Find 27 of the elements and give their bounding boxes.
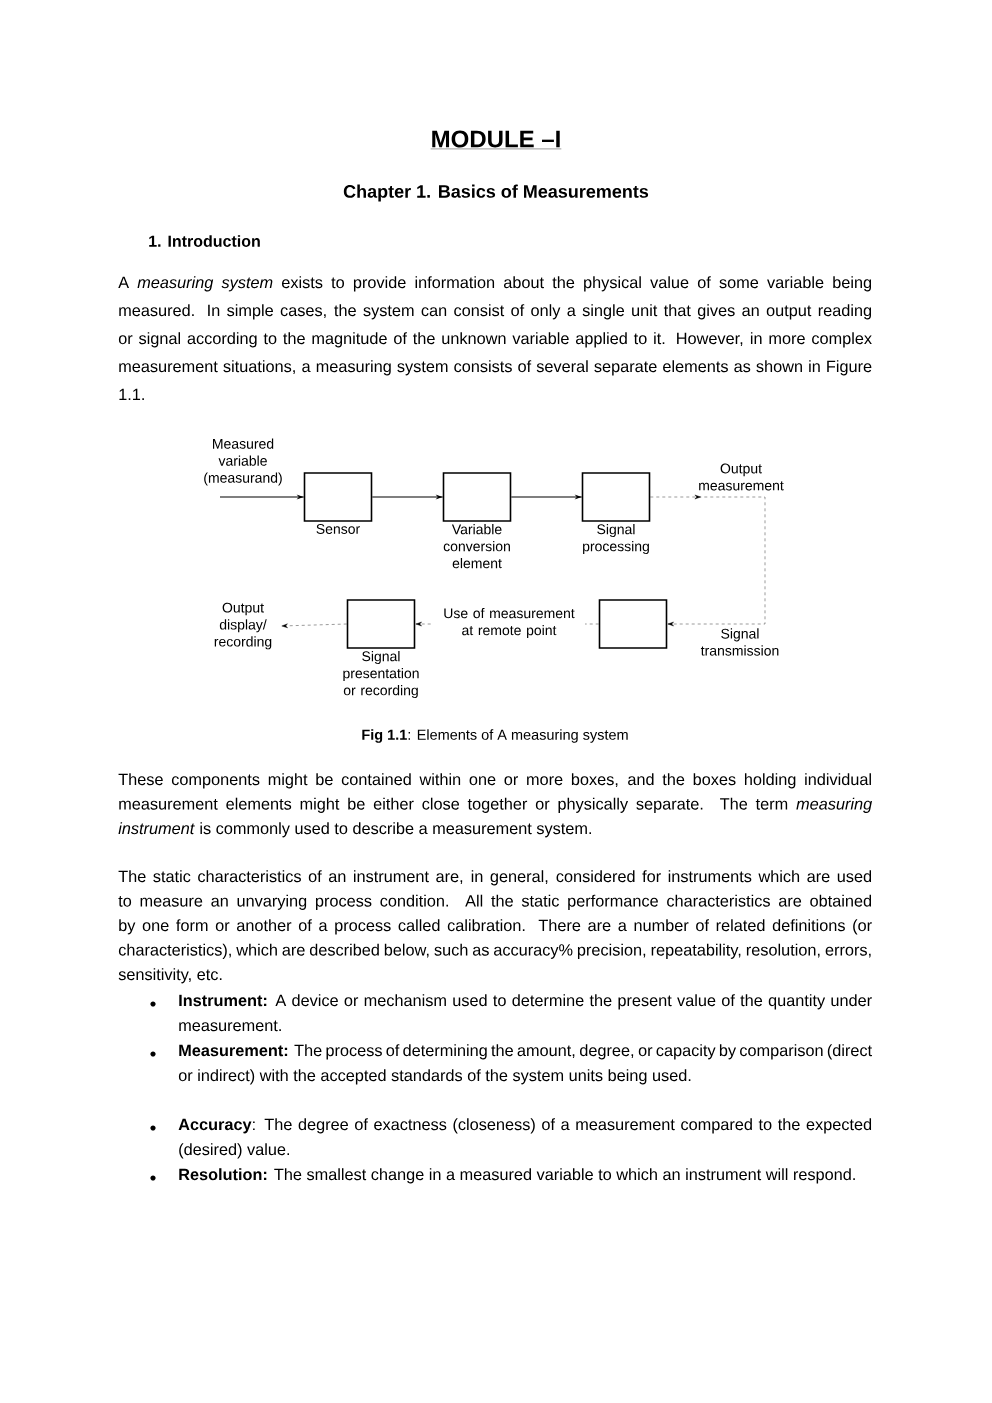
process-box: Variable conversion element	[442, 472, 512, 569]
paragraph: A measuring system exists to provide information about the physical value of some variable being measured. In simple cases, the system can consist of only a single unit that gives an output reading or signal according to the magnitude of the unknown variable applied to it. However, in more complex measurement situations, a measuring system consists of several separate elements as shown in Figure 1.1.	[118, 276, 872, 400]
chapter-heading: Chapter 1. Basics of Measurements	[343, 184, 649, 202]
section-heading: 1. Introduction	[149, 235, 260, 247]
process-box: Signal presentation or recording	[343, 599, 419, 699]
list-item: Measurement: The process of determining the amount, degree, or capacity by comparison (direct or indirect) with the accepted standards of the system units being used.	[178, 1044, 872, 1085]
edge-label: Signal transmission	[689, 627, 791, 657]
node-label: Variable conversion element	[443, 524, 510, 569]
list-item: Instrument: A device or mechanism used to determine the present value of the quantity under measurement.	[179, 994, 872, 1032]
list-item: Accuracy: The degree of exactness (closeness) of a measurement compared to the expected (desired) value.	[178, 1118, 872, 1159]
node-label: Signal presentation or recording	[343, 651, 419, 699]
title: MODULE –I	[430, 130, 562, 150]
arrow	[281, 623, 347, 629]
paragraph: The static characteristics of an instrument are, in general, considered for instruments which are used to measure an unvarying process condition. All the static performance characteristics are obtained by one form or another of a process called calibration. There are a number of related definitions (or characteristics), which are described below, such as accuracy% precision, repeatability, resolution, errors, sensitivity, etc.	[118, 870, 872, 984]
edge-label: Measured variable (measurand)	[192, 437, 294, 487]
node-label: Signal processing	[583, 524, 649, 555]
output-text: Output display/ recording	[214, 602, 272, 650]
figure-caption: Fig 1.1: Elements of A measuring system	[362, 729, 628, 743]
process-box: Sensor	[303, 472, 373, 534]
process-box: Signal processing	[581, 472, 651, 555]
arrow	[650, 494, 766, 627]
process-box	[598, 599, 668, 649]
output-label: Output measurement	[699, 463, 784, 491]
list-item: Resolution: The smallest change in a measured variable to which an instrument will respond.	[179, 1168, 855, 1184]
node-label: Sensor	[316, 524, 360, 534]
paragraph: These components might be contained within one or more boxes, and the boxes holding individual measurement elements might be either close together or physically separate. The term measuring instrument is commonly used to describe a measurement system.	[118, 773, 873, 838]
edge-label: Use of measurement at remote point	[433, 607, 585, 640]
